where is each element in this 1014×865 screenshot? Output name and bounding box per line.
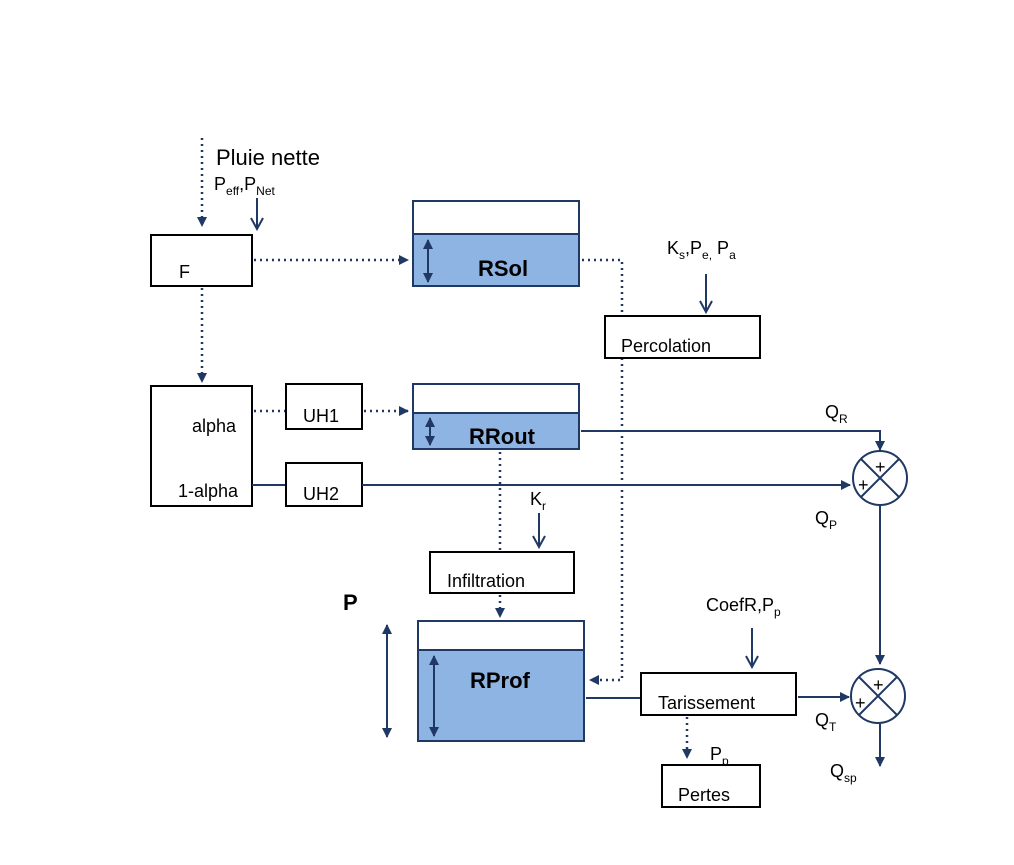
kr-label: Kr	[530, 489, 546, 513]
rprof-reservoir	[417, 649, 585, 742]
rsol-label: RSol	[478, 256, 528, 281]
qp-label: QP	[815, 508, 837, 532]
pp-label: Pp	[710, 744, 729, 768]
rrout-reservoir	[412, 412, 580, 450]
sum2-plus-top: +	[873, 675, 884, 695]
uh1-box	[285, 383, 363, 430]
alpha-label: alpha	[192, 416, 237, 436]
sum2-plus-left: +	[855, 693, 866, 713]
peff-pnet-label: Peff,PNet	[214, 174, 275, 198]
pertes-label: Pertes	[678, 785, 730, 805]
rsol-reservoir	[412, 233, 580, 287]
uh1-label: UH1	[303, 406, 339, 426]
one-minus-alpha-label: 1-alpha	[178, 481, 239, 501]
f-box	[150, 234, 253, 287]
pertes-box	[661, 764, 761, 808]
summation-node-2: + +	[850, 668, 906, 724]
tarissement-box	[640, 672, 797, 716]
sum1-plus-left: +	[858, 475, 869, 495]
percolation-label: Percolation	[621, 336, 711, 356]
coefr-pp-label: CoefR,Pp	[706, 595, 781, 619]
tarissement-label: Tarissement	[658, 693, 755, 713]
rprof-reservoir-top	[417, 620, 585, 651]
f-label: F	[179, 262, 190, 282]
qsp-label: Qsp	[830, 761, 857, 785]
qr-label: QR	[825, 402, 848, 426]
alpha-box	[150, 385, 253, 507]
uh2-box	[285, 462, 363, 507]
rprof-label: RProf	[470, 668, 531, 693]
rrout-reservoir-top	[412, 383, 580, 414]
uh2-label: UH2	[303, 484, 339, 504]
infiltration-label: Infiltration	[447, 571, 525, 591]
infiltration-box	[429, 551, 575, 594]
sum1-plus-top: +	[875, 457, 886, 477]
rsol-reservoir-top	[412, 200, 580, 235]
percolation-box	[604, 315, 761, 359]
qt-label: QT	[815, 710, 837, 734]
ks-pe-pa-label: Ks,Pe, Pa	[667, 238, 736, 262]
rsol-percolation-flow	[582, 258, 624, 685]
rrout-to-sum-flow	[581, 430, 885, 451]
rrout-label: RRout	[469, 424, 536, 449]
summation-node-1: + +	[852, 450, 908, 506]
p-label: P	[343, 590, 358, 615]
pluie-nette-label: Pluie nette	[216, 145, 320, 170]
